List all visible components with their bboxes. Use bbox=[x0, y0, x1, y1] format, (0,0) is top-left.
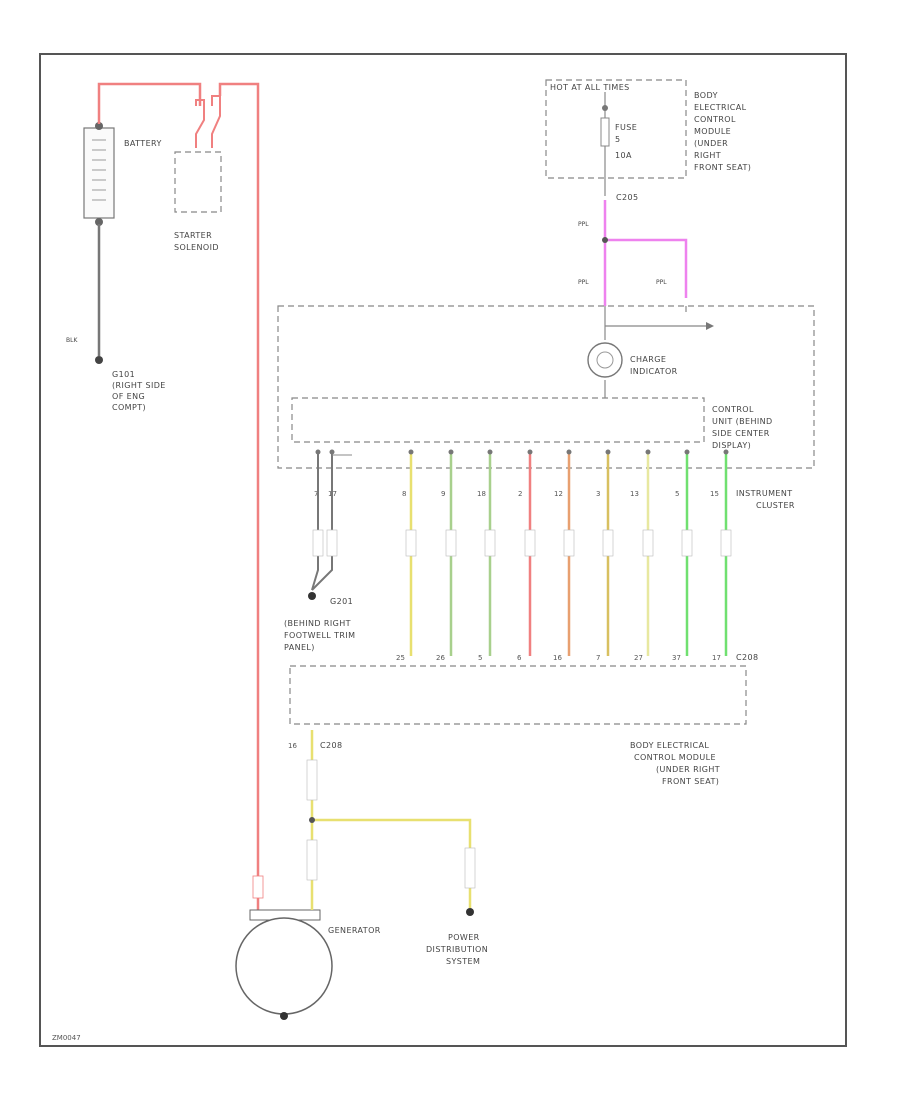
fuse-label: FUSE 5 10A bbox=[615, 123, 640, 160]
module-pin: 16 bbox=[553, 654, 562, 662]
diagram-frame bbox=[39, 53, 847, 1047]
module-pin: 27 bbox=[634, 654, 643, 662]
cluster-pin: 7 bbox=[314, 490, 318, 498]
ppl-wires bbox=[603, 200, 688, 306]
cluster-pin: 15 bbox=[710, 490, 719, 498]
control-unit-box bbox=[291, 397, 705, 443]
wire-color-label-boxes bbox=[312, 529, 732, 557]
becm-top-label: BODY ELECTRICAL CONTROL MODULE (UNDER RI… bbox=[694, 91, 751, 172]
power-distribution-icon bbox=[466, 908, 474, 916]
cluster-pin: 2 bbox=[518, 490, 522, 498]
module-pin: 37 bbox=[672, 654, 681, 662]
ppl-label-1: PPL bbox=[578, 221, 589, 228]
g201-ground-wires bbox=[311, 452, 333, 591]
generator-b-plus-wire bbox=[218, 82, 260, 910]
module-pin-labels: 25 26 5 6 16 7 27 37 17 bbox=[396, 654, 721, 662]
cluster-pin: 9 bbox=[441, 490, 445, 498]
ppl-label-3: PPL bbox=[656, 279, 667, 286]
arrow-right-icon bbox=[706, 322, 714, 330]
module-pin: 7 bbox=[596, 654, 600, 662]
battery-symbol bbox=[83, 122, 115, 226]
becm-bottom-label: BODY ELECTRICAL CONTROL MODULE (UNDER RI… bbox=[630, 741, 723, 786]
module-pin: 26 bbox=[436, 654, 445, 662]
starter-solenoid-label: STARTER SOLENOID bbox=[174, 231, 219, 252]
generator-icon bbox=[235, 917, 333, 1015]
control-unit-label: CONTROL UNIT (BEHIND SIDE CENTER DISPLAY… bbox=[712, 405, 776, 450]
ground-g101-label: G101 (RIGHT SIDE OF ENG COMPT) bbox=[112, 370, 169, 412]
becm-fuse-box bbox=[545, 79, 687, 179]
ground-g201-label: G201 (BEHIND RIGHT FOOTWELL TRIM PANEL) bbox=[284, 597, 358, 652]
becm-bottom-box bbox=[289, 665, 747, 725]
module-pin: 25 bbox=[396, 654, 405, 662]
ppl-label-2: PPL bbox=[578, 279, 589, 286]
starter-solenoid-box bbox=[174, 151, 222, 213]
cluster-pin: 18 bbox=[477, 490, 486, 498]
battery-positive-wire bbox=[97, 82, 202, 124]
c208-left-label: C208 bbox=[320, 741, 342, 750]
cluster-pin-labels: 7 17 8 9 18 2 12 3 13 5 15 bbox=[314, 490, 719, 498]
module-pin: 5 bbox=[478, 654, 482, 662]
fuse-header-label: HOT AT ALL TIMES bbox=[550, 83, 630, 92]
ppl-splice bbox=[602, 237, 608, 243]
generator-l-wire bbox=[310, 730, 472, 910]
battery-label: BATTERY bbox=[124, 139, 162, 148]
starter-terminals bbox=[195, 95, 221, 148]
fuse-node bbox=[602, 105, 608, 111]
cluster-connector-pins bbox=[315, 449, 729, 455]
generator-label: GENERATOR bbox=[328, 926, 381, 935]
cluster-pin: 3 bbox=[596, 490, 600, 498]
fuse-symbol bbox=[600, 117, 610, 147]
module-pin: 6 bbox=[517, 654, 522, 662]
instrument-cluster-box bbox=[277, 305, 815, 469]
cluster-pin: 12 bbox=[554, 490, 563, 498]
generator-wire-label-box bbox=[252, 875, 264, 899]
generator-ground-icon bbox=[280, 1012, 288, 1020]
instrument-cluster-label: INSTRUMENT CLUSTER bbox=[736, 489, 796, 510]
blk-wire-label: BLK bbox=[66, 337, 78, 344]
charge-indicator-icon bbox=[587, 342, 623, 378]
cluster-pin: 13 bbox=[630, 490, 639, 498]
l-wire-label-boxes bbox=[306, 759, 476, 889]
c208-top-label: C208 bbox=[736, 653, 758, 662]
c205-label: C205 bbox=[616, 193, 638, 202]
cluster-pin: 5 bbox=[675, 490, 679, 498]
splice-node bbox=[309, 817, 315, 823]
charge-indicator-label: CHARGE INDICATOR bbox=[630, 355, 678, 376]
power-distribution-label: POWER DISTRIBUTION SYSTEM bbox=[426, 933, 491, 966]
footer-code: ZM0047 bbox=[52, 1034, 81, 1042]
pin-16-label: 16 bbox=[288, 742, 297, 750]
cluster-pin: 8 bbox=[402, 490, 406, 498]
ground-g101-icon bbox=[95, 356, 103, 364]
charge-indicator-wiring bbox=[604, 306, 706, 398]
ground-g201-icon bbox=[308, 592, 316, 600]
module-pin: 17 bbox=[712, 654, 721, 662]
